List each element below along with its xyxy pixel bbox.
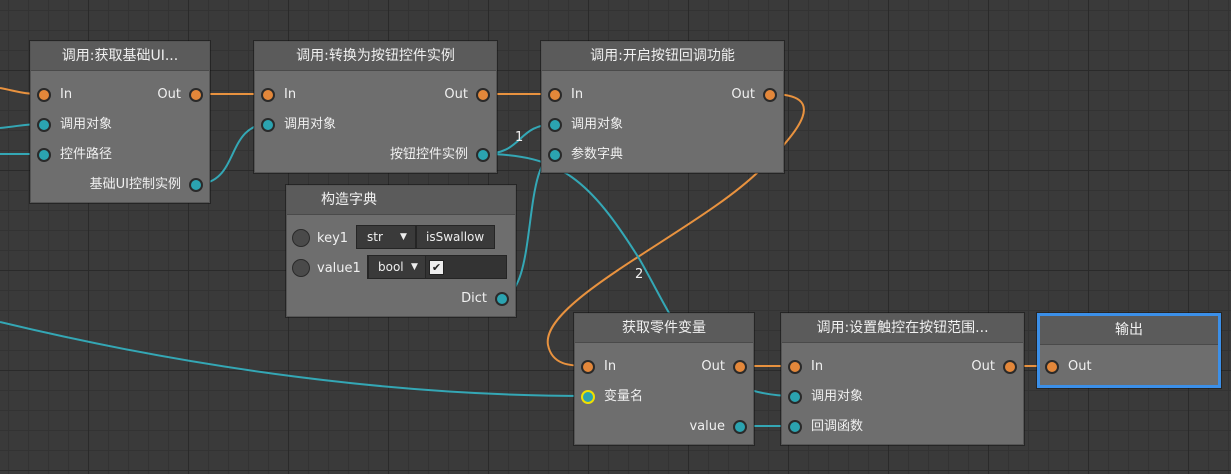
exec-in-port[interactable] [1045, 360, 1059, 374]
exec-out-port[interactable] [189, 88, 203, 102]
wire-label-2: 2 [635, 267, 644, 282]
value1-type-select[interactable]: bool ▼ [368, 255, 426, 279]
exec-out-port[interactable] [476, 88, 490, 102]
var-name-label: 变量名 [604, 389, 644, 404]
out-label: Out [731, 87, 755, 102]
value1-radio[interactable] [292, 259, 310, 277]
node-build-dict[interactable]: 构造字典 key1 str ▼ isSwallow value1 bool ▼ … [286, 185, 516, 317]
node-title: 输出 [1040, 316, 1218, 345]
data-wire-left-varname [0, 321, 589, 397]
var-name-port[interactable] [581, 390, 595, 404]
exec-out-port[interactable] [733, 360, 747, 374]
exec-in-port[interactable] [261, 88, 275, 102]
node-title: 获取零件变量 [575, 314, 753, 343]
node-to-button-instance[interactable]: 调用:转换为按钮控件实例 In Out 调用对象 按钮控件实例 [254, 41, 497, 173]
node-title: 构造字典 [287, 186, 515, 215]
node-title: 调用:设置触控在按钮范围... [782, 314, 1023, 343]
value1-row: bool ▼ ✔ [367, 255, 507, 279]
result-port[interactable] [189, 178, 203, 192]
node-get-base-ui[interactable]: 调用:获取基础UI... In Out 调用对象 控件路径 基础UI控制实例 [30, 41, 210, 203]
call-target-port[interactable] [788, 390, 802, 404]
callback-port[interactable] [788, 420, 802, 434]
exec-out-port[interactable] [763, 88, 777, 102]
call-target-label: 调用对象 [284, 117, 337, 132]
call-target-label: 调用对象 [811, 389, 864, 404]
out-label: Out [971, 359, 995, 374]
call-target-label: 调用对象 [571, 117, 624, 132]
key1-radio[interactable] [292, 229, 310, 247]
in-label: In [284, 87, 297, 102]
chevron-down-icon: ▼ [400, 232, 407, 242]
key1-value-text: isSwallow [426, 230, 485, 244]
key1-type-value: str [367, 230, 383, 244]
exec-in-port[interactable] [548, 88, 562, 102]
control-path-port[interactable] [37, 148, 51, 162]
value-label: value [689, 419, 725, 434]
result-label: 按钮控件实例 [389, 147, 468, 162]
exec-in-port[interactable] [788, 360, 802, 374]
in-label: In [60, 87, 73, 102]
result-port[interactable] [476, 148, 490, 162]
call-target-port[interactable] [261, 118, 275, 132]
in-label: In [811, 359, 824, 374]
chevron-down-icon: ▼ [411, 262, 418, 272]
node-set-touch-in-button[interactable]: 调用:设置触控在按钮范围... In Out 调用对象 回调函数 [781, 313, 1024, 445]
control-path-label: 控件路径 [60, 147, 113, 162]
dict-out-port[interactable] [495, 292, 509, 306]
value1-checkbox[interactable]: ✔ [429, 260, 444, 275]
dict-out-label: Dict [461, 291, 487, 306]
node-output[interactable]: 输出 Out [1037, 313, 1221, 388]
value1-label: value1 [317, 261, 361, 276]
node-get-part-variable[interactable]: 获取零件变量 In Out 变量名 value [574, 313, 754, 445]
key1-type-select[interactable]: str ▼ [356, 225, 416, 249]
call-target-port[interactable] [37, 118, 51, 132]
node-enable-button-callback[interactable]: 调用:开启按钮回调功能 In Out 调用对象 参数字典 [541, 41, 784, 173]
key1-label: key1 [317, 231, 349, 246]
node-title: 调用:转换为按钮控件实例 [255, 42, 496, 71]
param-dict-label: 参数字典 [571, 147, 624, 162]
value-port[interactable] [733, 420, 747, 434]
in-label: In [571, 87, 584, 102]
out-label: Out [444, 87, 468, 102]
key1-value-input[interactable]: isSwallow [416, 225, 495, 249]
out-label: Out [157, 87, 181, 102]
out-label: Out [1068, 359, 1092, 374]
in-label: In [604, 359, 617, 374]
wire-label-1: 1 [515, 130, 524, 145]
callback-label: 回调函数 [811, 419, 864, 434]
out-label: Out [701, 359, 725, 374]
exec-out-port[interactable] [1003, 360, 1017, 374]
result-label: 基础UI控制实例 [89, 177, 181, 192]
exec-in-port[interactable] [581, 360, 595, 374]
node-title: 调用:开启按钮回调功能 [542, 42, 783, 71]
exec-in-port[interactable] [37, 88, 51, 102]
param-dict-port[interactable] [548, 148, 562, 162]
call-target-label: 调用对象 [60, 117, 113, 132]
node-title: 调用:获取基础UI... [31, 42, 209, 71]
value1-type-value: bool [378, 260, 404, 274]
call-target-port[interactable] [548, 118, 562, 132]
